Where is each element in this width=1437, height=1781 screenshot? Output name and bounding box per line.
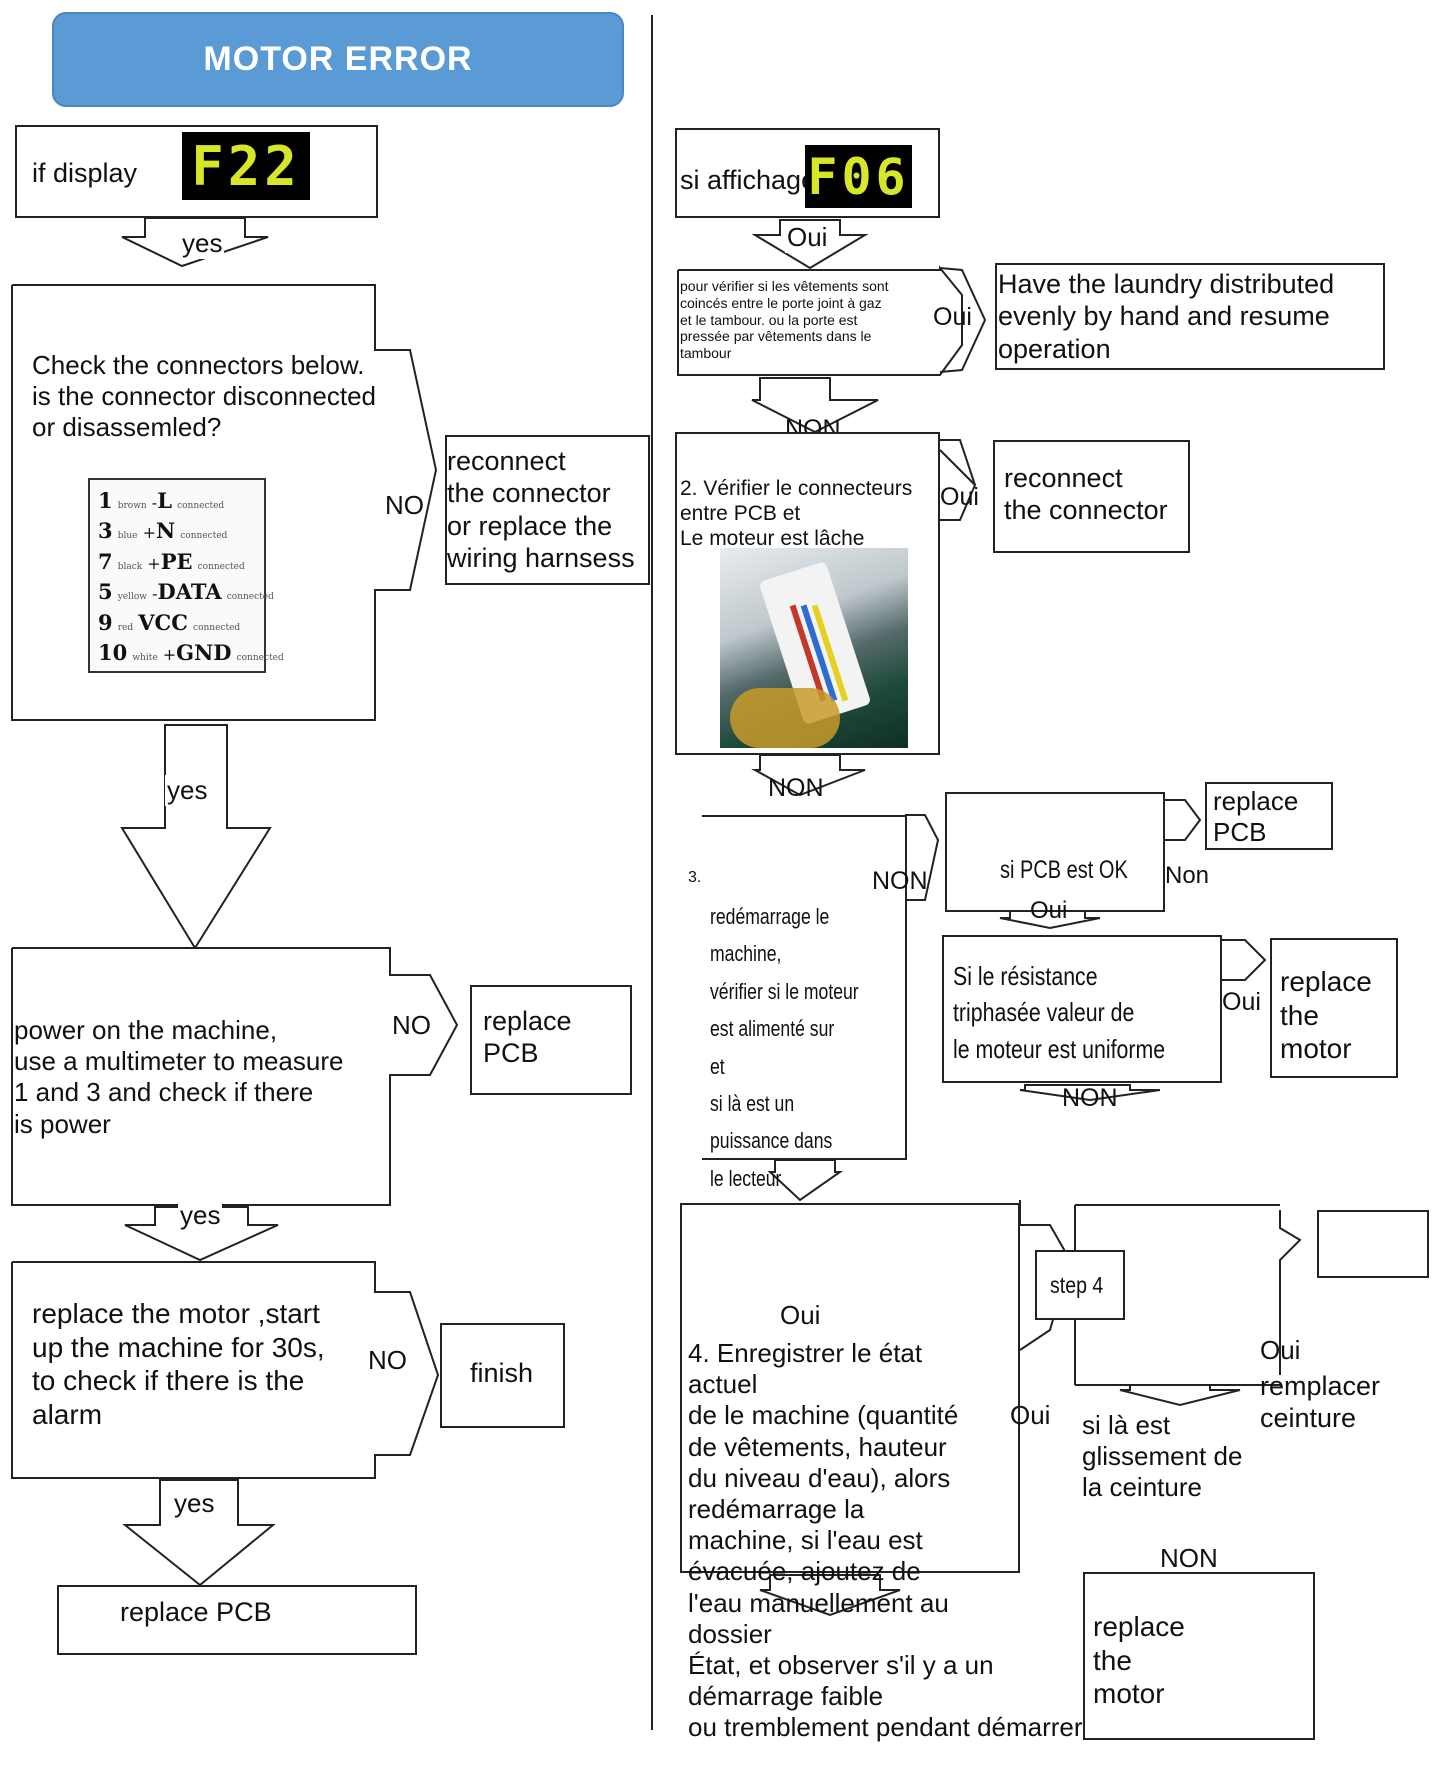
legend-row-1: 1 brown -L connected: [98, 488, 225, 513]
legend-row-3: 7 black +PE connected: [98, 548, 245, 574]
replace-pcb-right-text: replace PCB: [1213, 786, 1299, 848]
replace-motor-box-2: [1083, 1572, 1315, 1740]
display-code-f06: F06: [805, 145, 912, 208]
step4-text: 4. Enregistrer le état actuel de le mach…: [688, 1338, 1083, 1743]
blank-box: [1317, 1210, 1429, 1278]
non-small-label: Non: [1165, 862, 1210, 889]
resistance-text: Si le résistance triphasée valeur de le …: [953, 961, 1166, 1064]
legend-row-4: 5 yellow -DATA connected: [98, 579, 274, 605]
no-label-3: NO: [368, 1345, 407, 1375]
laundry-text: Have the laundry distributed evenly by h…: [998, 269, 1335, 364]
resistance-box: [942, 935, 1222, 1083]
replace-pcb-text-2: replace PCB: [120, 1597, 272, 1627]
replace-pcb-right-box: [1205, 782, 1333, 850]
oui-label-2: Oui: [933, 303, 972, 331]
check-connectors-text: Check the connectors below. is the conne…: [32, 350, 376, 443]
if-display-label: if display: [32, 158, 138, 188]
step3-box: [702, 815, 907, 1160]
oui-label-5: Oui: [1222, 988, 1261, 1016]
replace-motor-text-2: replace the motor: [1093, 1611, 1185, 1710]
display-code-f22: F22: [182, 132, 310, 200]
remplacer-ceinture: remplacer ceinture: [1260, 1371, 1381, 1434]
reconnect-right-box: [993, 440, 1190, 553]
page-title: MOTOR ERROR: [203, 40, 473, 78]
pcb-ok-text: si PCB est OK: [1000, 856, 1128, 884]
finish-box: [440, 1323, 565, 1428]
oui-label-8: Oui: [1260, 1335, 1301, 1365]
step4-tag-box: [1035, 1250, 1125, 1320]
ceinture-question: si là est glissement de la ceinture: [1082, 1410, 1243, 1503]
power-on-text: power on the machine, use a multimeter t…: [14, 1015, 344, 1139]
connector-photo: [720, 548, 908, 748]
yes-label-3: yes: [178, 1200, 223, 1231]
connector-legend: 1 brown -L connected 3 blue +N connected…: [88, 478, 284, 673]
legend-row-5: 9 red VCC connected: [98, 609, 241, 635]
reconnect-right-text: reconnect the connector: [1004, 463, 1168, 526]
yes-label-2: yes: [165, 775, 210, 806]
reconnect-text: reconnect the connector or replace the w…: [447, 446, 635, 574]
oui-label-6: Oui: [780, 1300, 821, 1330]
replace-motor-text-1: replace the motor: [1280, 966, 1372, 1065]
title-banner: MOTOR ERROR: [52, 12, 624, 107]
oui-label-4: Oui: [1030, 897, 1068, 924]
oui-label-1: Oui: [785, 222, 830, 253]
replace-motor-box-1: [1270, 938, 1398, 1078]
non-label-2: NON: [768, 774, 824, 802]
step4-box: [680, 1203, 1020, 1573]
replace-pcb-box-2: [57, 1585, 417, 1655]
legend-row-2: 3 blue +N connected: [98, 518, 228, 544]
pcb-ok-box: [945, 792, 1165, 912]
legend-row-6: 10 white +GND connected: [98, 640, 284, 666]
verifier-text: pour vérifier si les vêtements sont coin…: [680, 278, 889, 362]
laundry-box: [995, 263, 1385, 370]
step4-tag: step 4: [1050, 1272, 1104, 1298]
non-label-4: NON: [1062, 1084, 1118, 1112]
replace-pcb-box-1: [470, 985, 632, 1095]
finish-text: finish: [470, 1358, 534, 1388]
oui-label-3: Oui: [940, 483, 979, 511]
si-affichage-label: si affichage: [680, 165, 817, 195]
step2-text: 2. Vérifier le connecteurs entre PCB et …: [680, 477, 913, 551]
reconnect-box: [445, 435, 650, 585]
yes-label-1: yes: [180, 228, 225, 259]
non-label-3: NON: [872, 867, 928, 895]
step3-text: redémarrage le machine, vérifier si le m…: [710, 904, 863, 1228]
replace-pcb-text-1: replace PCB: [483, 1006, 572, 1069]
no-label-1: NO: [385, 490, 424, 520]
replace-motor-text: replace the motor ,start up the machine …: [32, 1298, 325, 1430]
no-label-2: NO: [392, 1010, 431, 1040]
yes-label-4: yes: [172, 1488, 217, 1519]
oui-label-7: Oui: [1010, 1400, 1051, 1430]
step3-number: 3.: [688, 869, 702, 886]
non-label-5: NON: [1160, 1543, 1218, 1573]
